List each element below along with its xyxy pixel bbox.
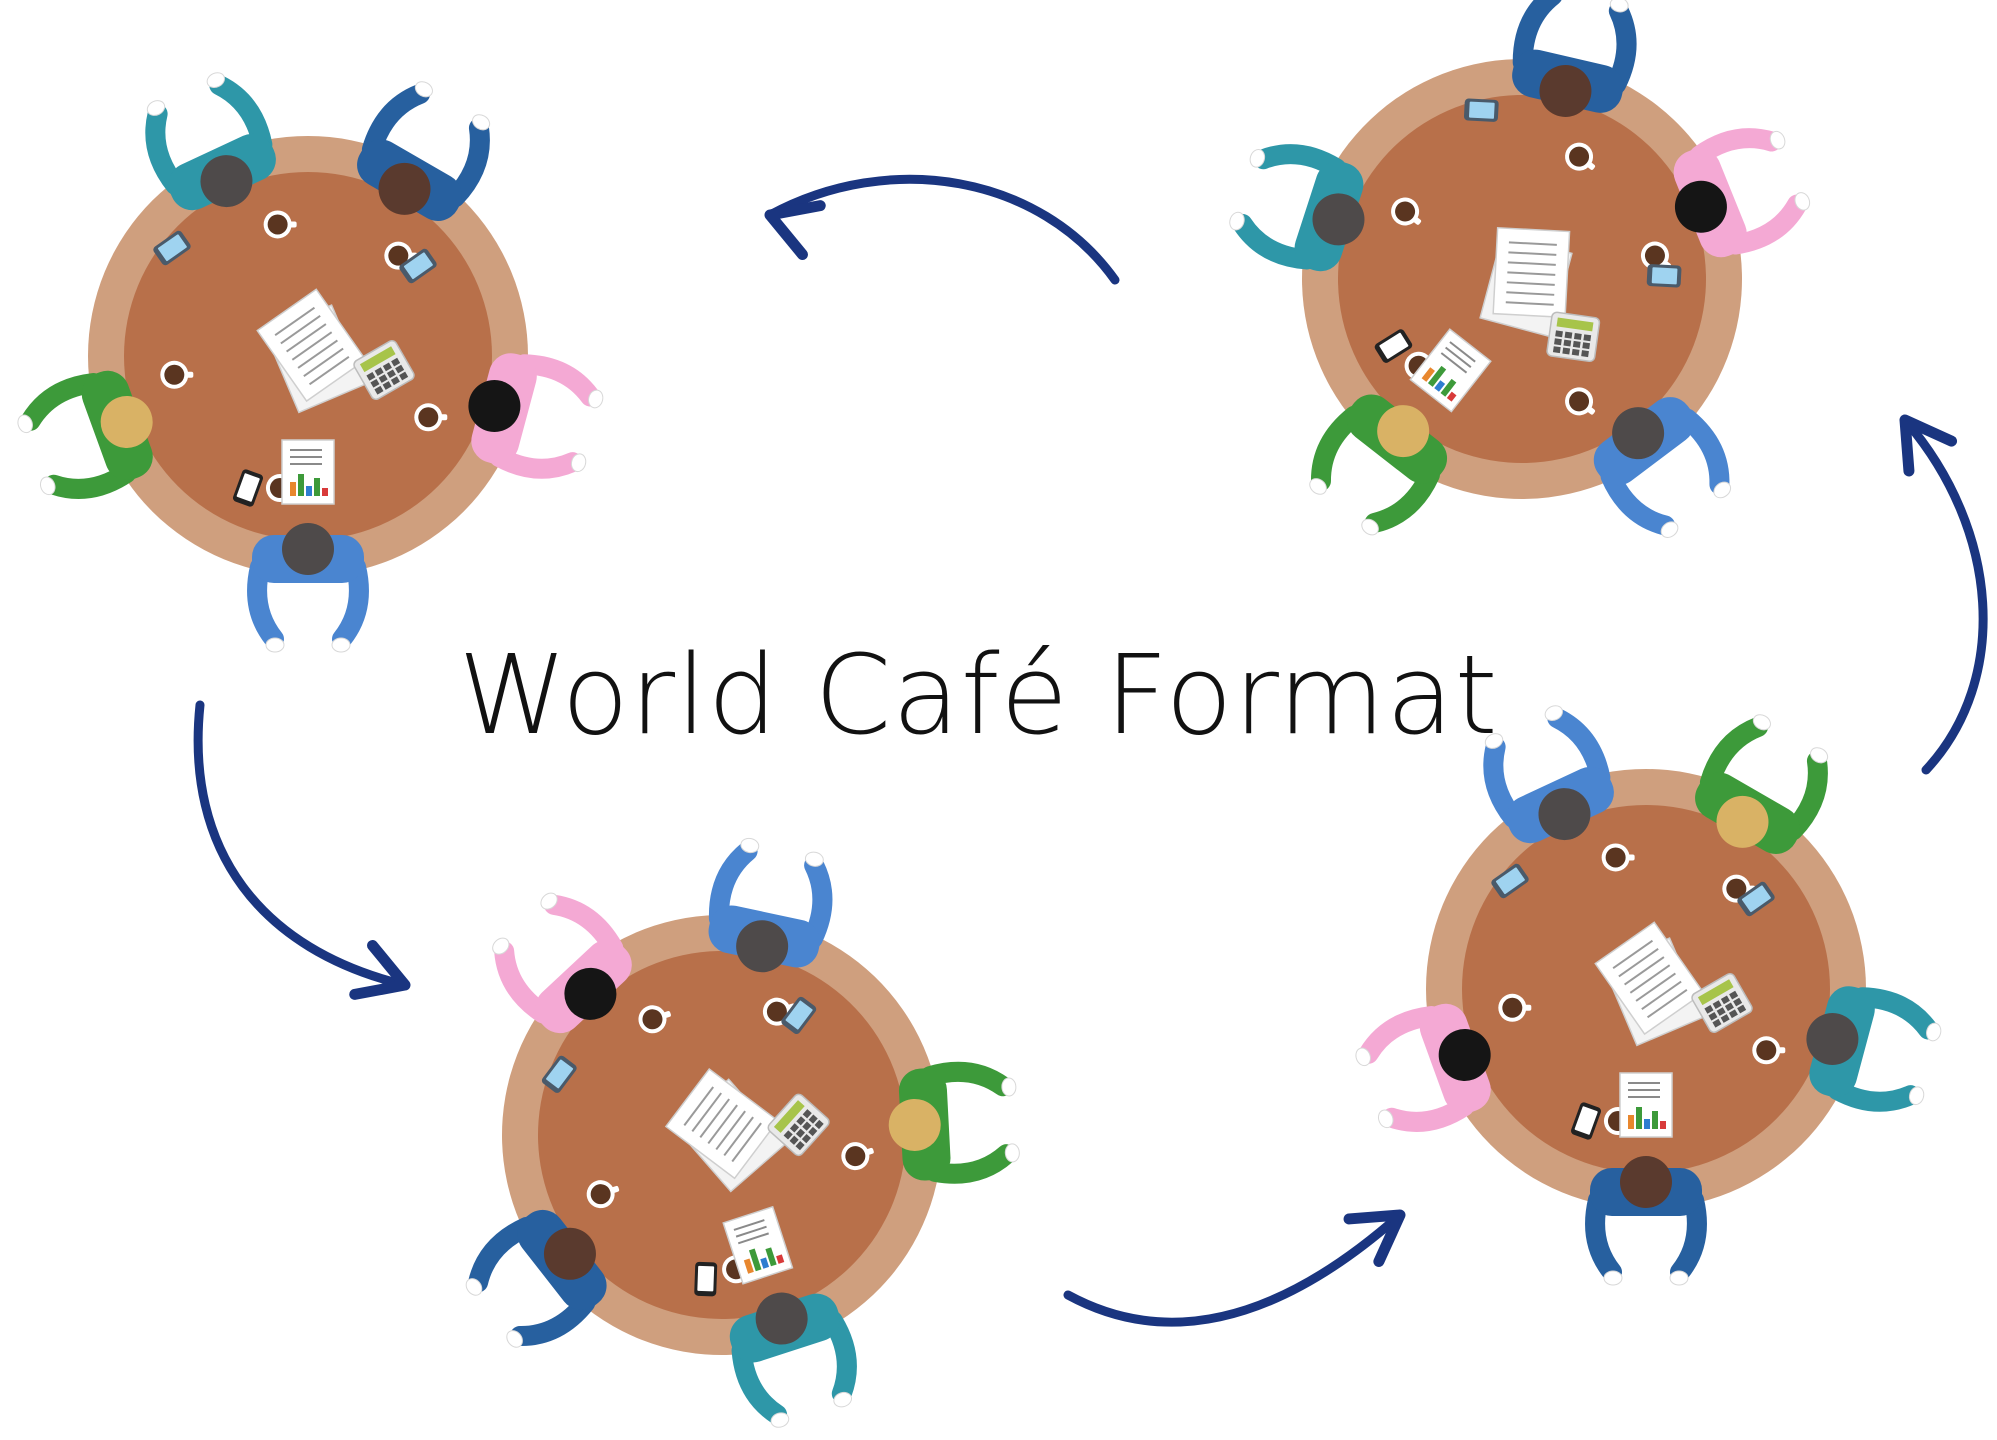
chart-report-icon [1409, 328, 1492, 413]
chart-report-icon [281, 439, 335, 505]
person-icon [247, 523, 369, 653]
coffee-cup-icon [1752, 1036, 1786, 1065]
coffee-cup-icon [586, 1180, 620, 1209]
table-top-right [1229, 0, 1811, 538]
phone-icon [781, 996, 817, 1035]
document-icon [664, 1067, 787, 1193]
coffee-cup-icon [414, 403, 448, 432]
arrow-head [1343, 1209, 1406, 1268]
diagram-title-text: World Café Format [458, 631, 1499, 759]
person-icon [1512, 0, 1637, 117]
phone-icon [1570, 1102, 1602, 1140]
person-icon [1673, 128, 1811, 258]
person-icon [1585, 1156, 1707, 1286]
arrow-top-left-to-bottom-center [193, 700, 411, 1000]
cafe-tables [17, 0, 1942, 1428]
person-icon [1229, 144, 1365, 272]
document-icon [1594, 921, 1705, 1047]
coffee-cup-icon [1498, 993, 1532, 1022]
person-icon [1695, 714, 1829, 854]
phone-icon [694, 1261, 718, 1297]
arrow-bottom-center-to-bottom-right [1063, 1209, 1406, 1327]
arrow-head [764, 200, 826, 260]
rotation-arrows [193, 174, 1988, 1327]
phone-icon [232, 469, 264, 507]
coffee-cup-icon [160, 360, 194, 389]
arrow-top-right-to-top-left [764, 174, 1120, 285]
calculator-icon [1691, 973, 1753, 1033]
phone-icon [1737, 881, 1775, 917]
person-icon [492, 892, 632, 1034]
calculator-icon [767, 1093, 830, 1157]
person-icon [17, 370, 153, 499]
chart-report-icon [1619, 1072, 1673, 1138]
coffee-cup-icon [1391, 197, 1422, 226]
arrow-head [349, 940, 411, 1000]
phone-icon [541, 1055, 577, 1093]
coffee-cup-icon [1601, 843, 1635, 872]
phone-icon [1646, 264, 1682, 288]
table-bottom-right [1355, 705, 1942, 1286]
person-icon [1593, 397, 1732, 538]
coffee-cup-icon [1565, 142, 1596, 171]
diagram-title: World Café Format [0, 640, 1997, 750]
coffee-cup-icon [638, 1005, 671, 1034]
document-icon [1479, 226, 1573, 338]
person-icon [729, 1292, 857, 1428]
table-bottom-center [465, 837, 1020, 1428]
phone-icon [1491, 863, 1529, 899]
calculator-icon [353, 340, 415, 400]
phone-icon [1374, 329, 1413, 363]
phone-icon [153, 230, 191, 266]
arrow-bottom-right-to-top-right [1899, 414, 1988, 775]
table-top-left [17, 72, 604, 653]
coffee-cup-icon [1565, 387, 1596, 416]
person-icon [357, 81, 491, 221]
phone-icon [399, 248, 437, 284]
arrow-head [1899, 414, 1958, 477]
person-icon [708, 837, 833, 973]
person-icon [1806, 986, 1942, 1112]
chart-report-icon [722, 1205, 794, 1285]
person-icon [465, 1209, 607, 1348]
document-icon [256, 288, 367, 414]
coffee-cup-icon [841, 1142, 874, 1171]
phone-icon [1463, 98, 1499, 122]
coffee-cup-icon [1640, 241, 1671, 270]
person-icon [1309, 394, 1448, 536]
person-icon [888, 1061, 1020, 1184]
person-icon [145, 72, 276, 211]
person-icon [468, 353, 604, 479]
person-icon [1355, 1003, 1491, 1132]
calculator-icon [1546, 311, 1601, 363]
coffee-cup-icon [263, 210, 297, 239]
person-icon [1483, 705, 1614, 844]
